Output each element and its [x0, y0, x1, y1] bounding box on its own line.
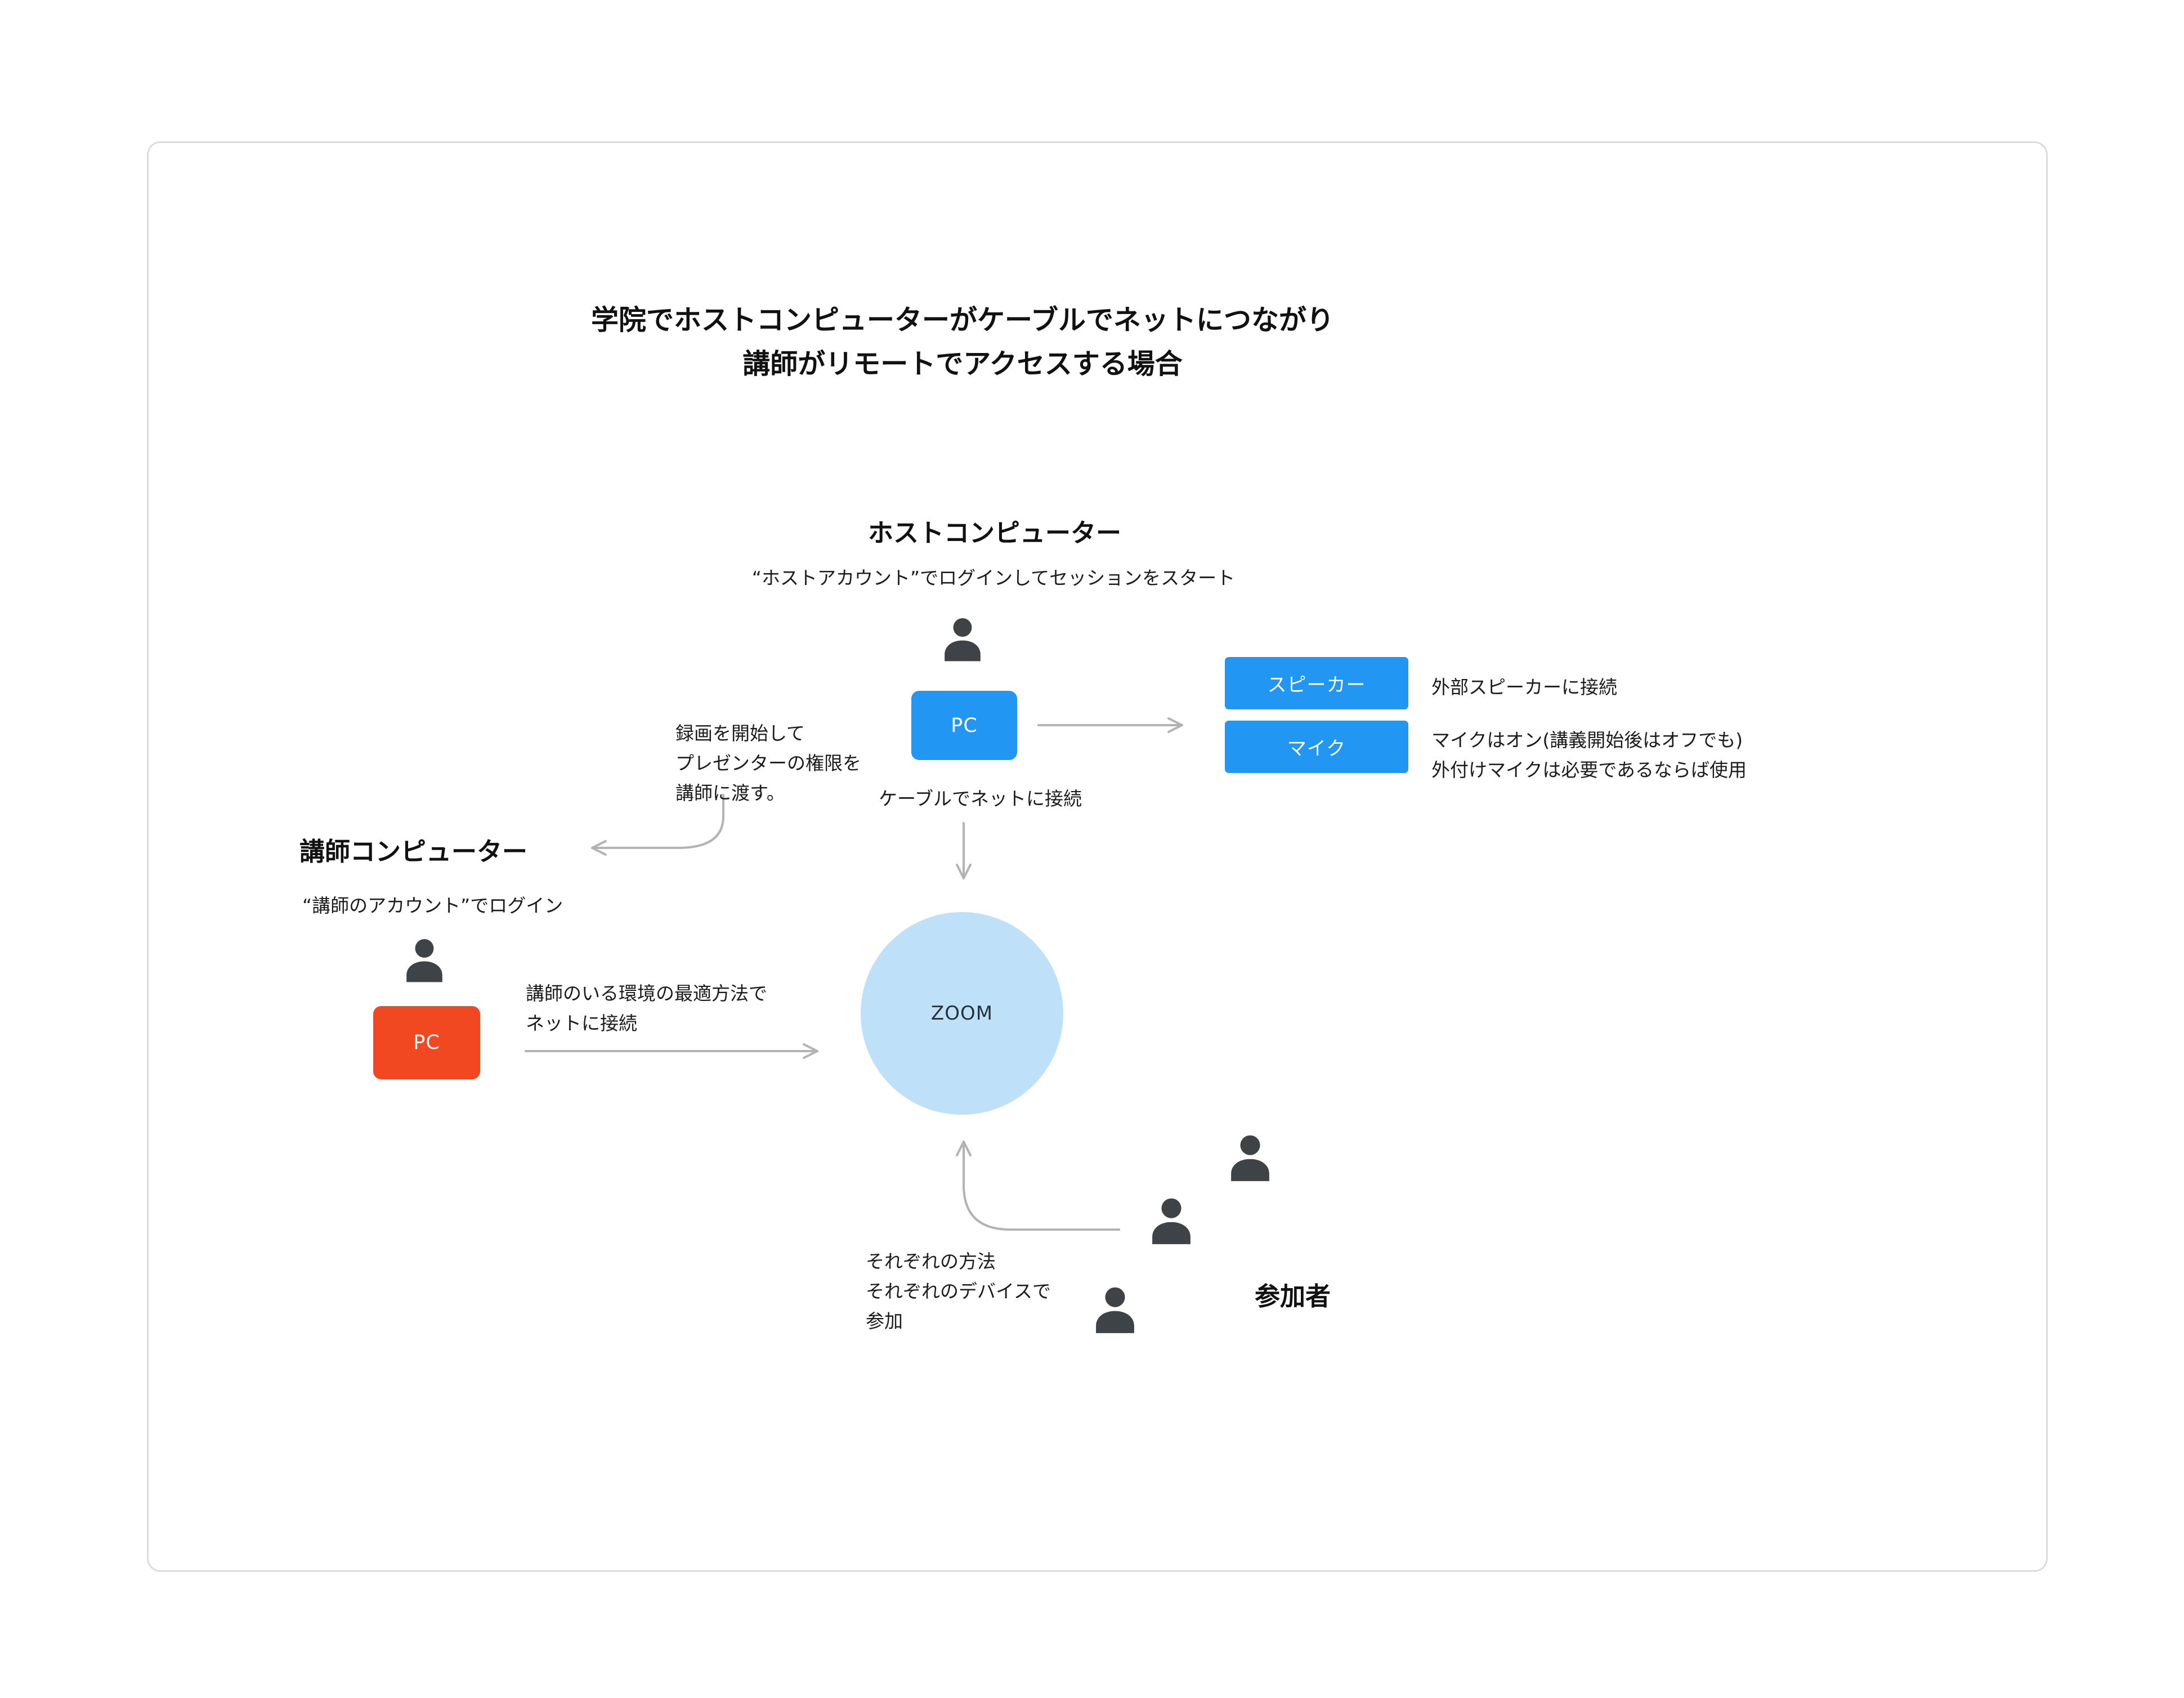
zoom-label: ZOOM [930, 1002, 993, 1025]
mic-note-line-2: 外付けマイクは必要であるならば使用 [1431, 759, 1747, 781]
host-record-note-line-1: 録画を開始して [675, 722, 805, 744]
mic-node: マイク [1225, 721, 1408, 773]
participants-join-note-line-2: それぞれのデバイスで [866, 1280, 1051, 1302]
participant-icon-2 [1144, 1189, 1199, 1253]
host-computer-heading: ホストコンピューター [867, 518, 1121, 548]
host-record-note-line-2: プレゼンターの権限を [675, 752, 861, 774]
participants-heading: 参加者 [1255, 1281, 1331, 1311]
instructor-connect-note: 講師のいる環境の最適方法で ネットに接続 [526, 978, 767, 1038]
zoom-node: ZOOM [861, 912, 1063, 1115]
instructor-pc-label: PC [413, 1031, 440, 1054]
host-login-note: “ホストアカウント”でログインしてセッションをスタート [751, 567, 1236, 589]
host-pc-label: PC [951, 714, 978, 737]
diagram-card [147, 141, 2048, 1572]
speaker-node: スピーカー [1225, 657, 1408, 709]
host-cable-note: ケーブルでネットに接続 [879, 788, 1082, 810]
instructor-computer-heading: 講師コンピューター [299, 837, 528, 866]
diagram-title: 学院でホストコンピューターがケーブルでネットにつながり 講師がリモートでアクセス… [445, 298, 1480, 386]
participants-join-note-line-3: 参加 [866, 1310, 903, 1332]
speaker-note: 外部スピーカーに接続 [1431, 676, 1617, 698]
instructor-user-icon [399, 930, 450, 991]
participant-icon-3 [1087, 1278, 1143, 1342]
host-pc-node: PC [911, 691, 1017, 760]
diagram-title-line-1: 学院でホストコンピューターがケーブルでネットにつながり [590, 304, 1335, 336]
host-record-note: 録画を開始して プレゼンターの権限を 講師に渡す。 [675, 718, 861, 808]
host-record-note-line-3: 講師に渡す。 [675, 782, 785, 804]
mic-label: マイク [1287, 738, 1346, 760]
instructor-pc-node: PC [373, 1006, 480, 1079]
diagram-title-line-2: 講師がリモートでアクセスする場合 [742, 348, 1183, 380]
host-user-icon [937, 609, 988, 670]
participant-icon-1 [1223, 1126, 1278, 1190]
instructor-connect-note-line-1: 講師のいる環境の最適方法で [526, 982, 767, 1004]
participants-join-note-line-1: それぞれの方法 [866, 1250, 996, 1272]
mic-note-line-1: マイクはオン(講義開始後はオフでも) [1431, 729, 1743, 751]
participants-join-note: それぞれの方法 それぞれのデバイスで 参加 [866, 1246, 1051, 1336]
mic-note: マイクはオン(講義開始後はオフでも) 外付けマイクは必要であるならば使用 [1431, 725, 1747, 785]
instructor-connect-note-line-2: ネットに接続 [526, 1012, 637, 1034]
instructor-login-note: “講師のアカウント”でログイン [302, 895, 563, 917]
speaker-label: スピーカー [1267, 674, 1366, 696]
